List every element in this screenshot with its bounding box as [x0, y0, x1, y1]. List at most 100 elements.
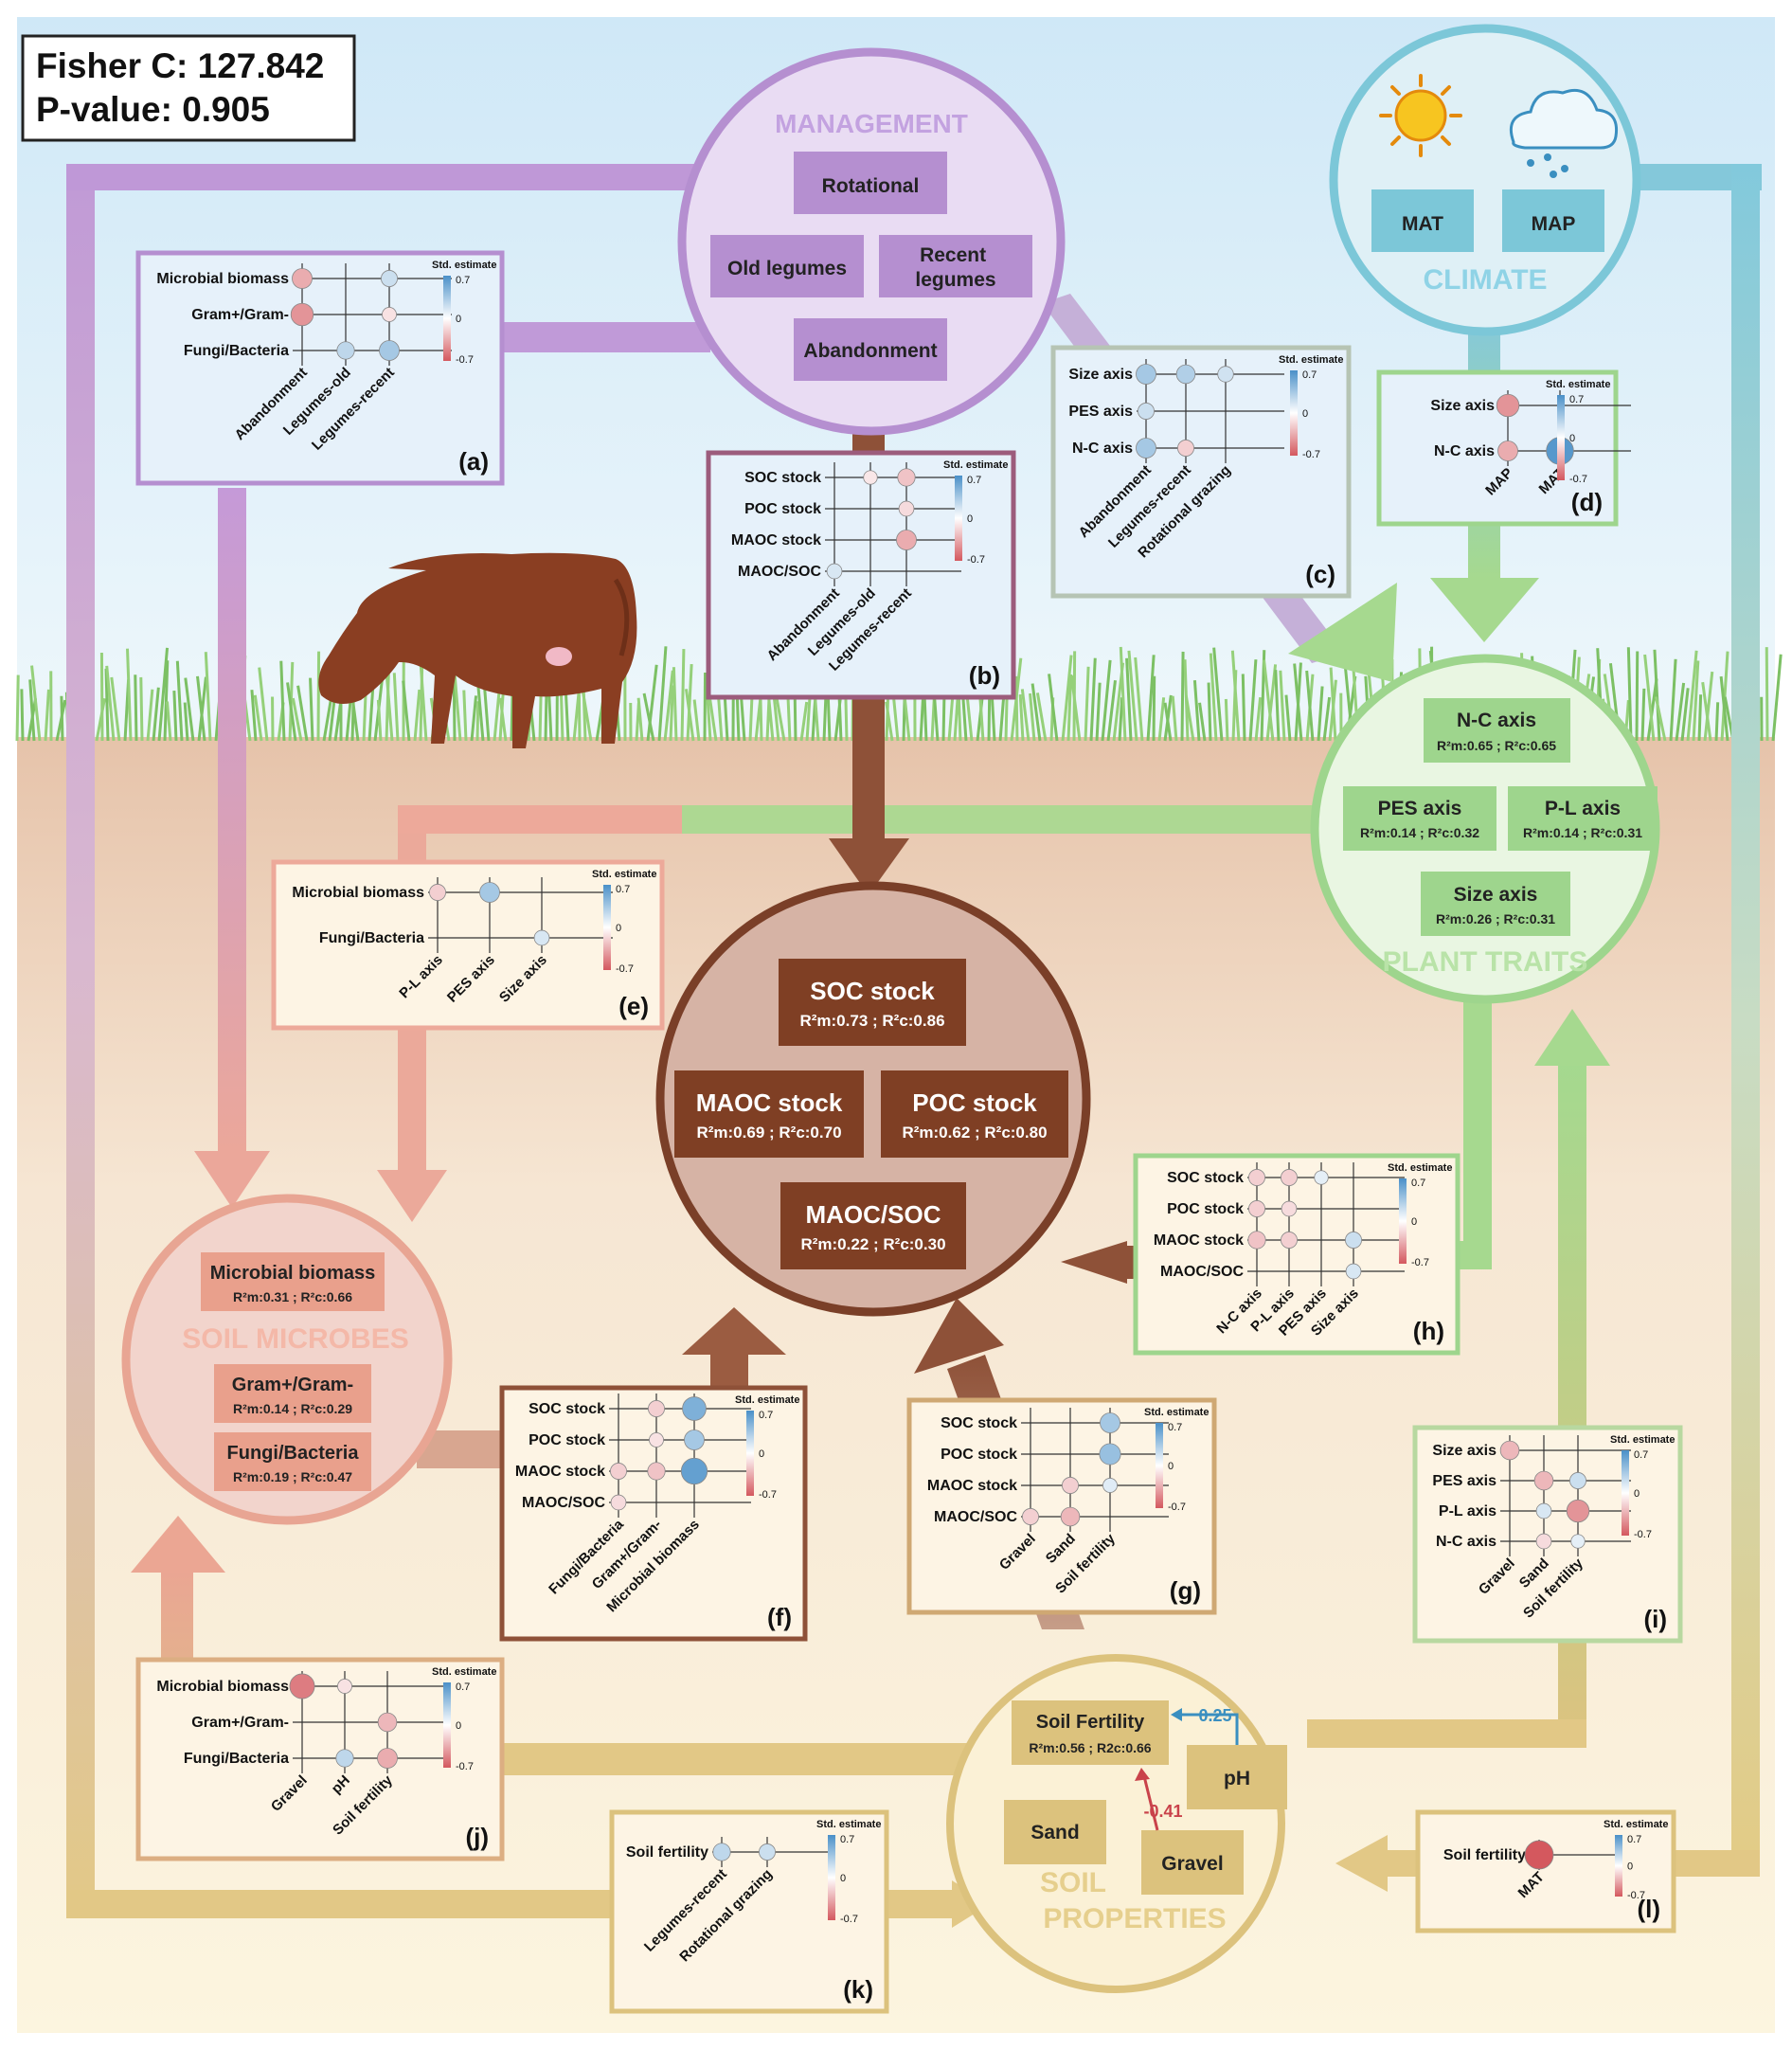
plant-traits-node: N-C axis R²m:0.65 ; R²c:0.65 PES axis R²…: [1310, 654, 1660, 1004]
carbon-item-r2: R²m:0.69 ; R²c:0.70: [696, 1124, 841, 1142]
legend-title: Std. estimate: [592, 869, 656, 880]
panel-row-label: Microbial biomass: [156, 1679, 289, 1695]
estimate-dot: [1535, 1533, 1552, 1550]
carbon-item-poc: POC stock R²m:0.62 ; R²c:0.80: [881, 1070, 1068, 1158]
panel-frame: [135, 250, 505, 486]
legend-mid: 0: [1411, 1216, 1417, 1228]
microbe-item-fungi: Fungi/Bacteria R²m:0.19 ; R²c:0.47: [214, 1432, 371, 1491]
legend-mid: 0: [456, 1720, 461, 1732]
panel-row-label: Gram+/Gram-: [191, 307, 289, 323]
plant-item-pl: P-L axis R²m:0.14 ; R²c:0.31: [1508, 786, 1658, 851]
legend-mid: 0: [616, 923, 621, 934]
carbon-item-name: POC stock: [912, 1088, 1037, 1117]
estimate-dot: [479, 882, 500, 903]
legend-min: -0.7: [967, 554, 985, 566]
management-item-recent-legumes-label: Recent legumes: [915, 244, 995, 291]
microbe-item-name: Microbial biomass: [210, 1263, 376, 1284]
plant-item-name: N-C axis: [1457, 710, 1536, 731]
estimate-dot: [826, 563, 843, 580]
panel-row-label: Fungi/Bacteria: [319, 930, 424, 946]
panel-row-label: POC stock: [529, 1432, 605, 1448]
panel-row-label: Soil fertility: [1443, 1847, 1526, 1863]
panel-letter: (a): [458, 447, 489, 476]
panel-letter: (f): [767, 1603, 792, 1631]
carbon-item-name: MAOC/SOC: [806, 1200, 941, 1229]
carbon-node: SOC stock R²m:0.73 ; R²c:0.86 MAOC stock…: [655, 881, 1091, 1317]
microbe-item-biomass: Microbial biomass R²m:0.31 ; R²c:0.66: [201, 1252, 385, 1311]
microbe-item-r2: R²m:0.14 ; R²c:0.29: [233, 1401, 352, 1416]
panel-letter: (b): [969, 661, 1000, 690]
legend-mid: 0: [1302, 408, 1308, 420]
soil-title-line1: SOIL: [1040, 1867, 1106, 1898]
estimate-dot: [647, 1462, 666, 1481]
legend-min: -0.7: [759, 1489, 777, 1501]
management-item-abandonment: Abandonment: [794, 318, 947, 381]
soil-fertility-box: Soil Fertility R²m:0.56 ; R2c:0.66: [1012, 1700, 1169, 1765]
carbon-item-r2: R²m:0.22 ; R²c:0.30: [800, 1235, 945, 1253]
legend-title: Std. estimate: [735, 1394, 799, 1406]
panel-row-label: MAOC stock: [515, 1464, 605, 1480]
panel-row-label: Size axis: [1430, 398, 1495, 414]
legend-max: 0.7: [616, 884, 630, 895]
estimate-dot: [1248, 1200, 1265, 1217]
soil-item-sand: Sand: [1004, 1800, 1106, 1864]
panel-row-label: N-C axis: [1434, 443, 1495, 459]
management-item-recent-legumes: Recent legumes: [879, 235, 1032, 297]
estimate-dot: [898, 500, 915, 517]
estimate-dot: [1102, 1478, 1118, 1493]
panel-row-label: SOC stock: [1167, 1170, 1244, 1186]
legend-min: -0.7: [840, 1914, 858, 1925]
plant-item-nc: N-C axis R²m:0.65 ; R²c:0.65: [1424, 698, 1570, 763]
fisher-c-label: Fisher C: 127.842: [36, 46, 324, 85]
management-title: MANAGEMENT: [775, 109, 968, 138]
panel-row-label: Gram+/Gram-: [191, 1715, 289, 1731]
estimate-dot: [610, 1494, 627, 1511]
management-item-label: Abandonment: [803, 340, 937, 362]
estimate-dot: [289, 1673, 315, 1699]
legend-color-bar: [1290, 370, 1298, 456]
estimate-dot: [1566, 1499, 1590, 1523]
plant-item-name: PES axis: [1378, 798, 1462, 819]
estimate-dot: [1535, 1502, 1552, 1520]
panel-row-label: N-C axis: [1436, 1534, 1496, 1550]
climate-node: MAT MAP CLIMATE: [1329, 24, 1641, 336]
panel-row-label: MAOC/SOC: [522, 1495, 605, 1511]
estimate-dot: [1060, 1506, 1081, 1527]
panel-frame: [1412, 1425, 1683, 1644]
panel-frame: [609, 1809, 889, 2014]
panel-frame: [499, 1385, 808, 1642]
estimate-dot: [1281, 1169, 1298, 1186]
estimate-dot: [1496, 393, 1520, 418]
gravel-effect-label: -0.41: [1143, 1802, 1182, 1821]
climate-item-mat: MAT: [1371, 189, 1474, 252]
panel-j: Microbial biomassGram+/Gram-Fungi/Bacter…: [135, 1657, 505, 1861]
legend-min: -0.7: [456, 1761, 474, 1772]
climate-item-map: MAP: [1502, 189, 1604, 252]
legend-min: -0.7: [1634, 1529, 1652, 1540]
estimate-dot: [533, 929, 550, 946]
microbe-item-gram: Gram+/Gram- R²m:0.14 ; R²c:0.29: [214, 1364, 371, 1423]
soil-properties-node: Soil Fertility R²m:0.56 ; R2c:0.66 pH Sa…: [946, 1654, 1287, 1993]
legend-min: -0.7: [616, 963, 634, 975]
panel-frame: [135, 1657, 505, 1861]
legend-max: 0.7: [1627, 1834, 1641, 1845]
legend-max: 0.7: [456, 1681, 470, 1693]
soil-item-gravel: Gravel: [1141, 1830, 1244, 1895]
estimate-dot: [648, 1400, 665, 1417]
legend-max: 0.7: [840, 1834, 854, 1845]
legend-title: Std. estimate: [432, 260, 496, 271]
legend-max: 0.7: [1168, 1422, 1182, 1433]
panel-frame: [1415, 1809, 1676, 1933]
coefficient-panels: Microbial biomassGram+/Gram-Fungi/Bacter…: [135, 250, 1683, 2014]
legend-color-bar: [443, 276, 451, 361]
panel-row-label: Microbial biomass: [156, 271, 289, 287]
panel-letter: (l): [1637, 1895, 1660, 1923]
estimate-dot: [292, 268, 313, 289]
estimate-dot: [1570, 1534, 1586, 1549]
carbon-item-name: SOC stock: [810, 977, 935, 1005]
